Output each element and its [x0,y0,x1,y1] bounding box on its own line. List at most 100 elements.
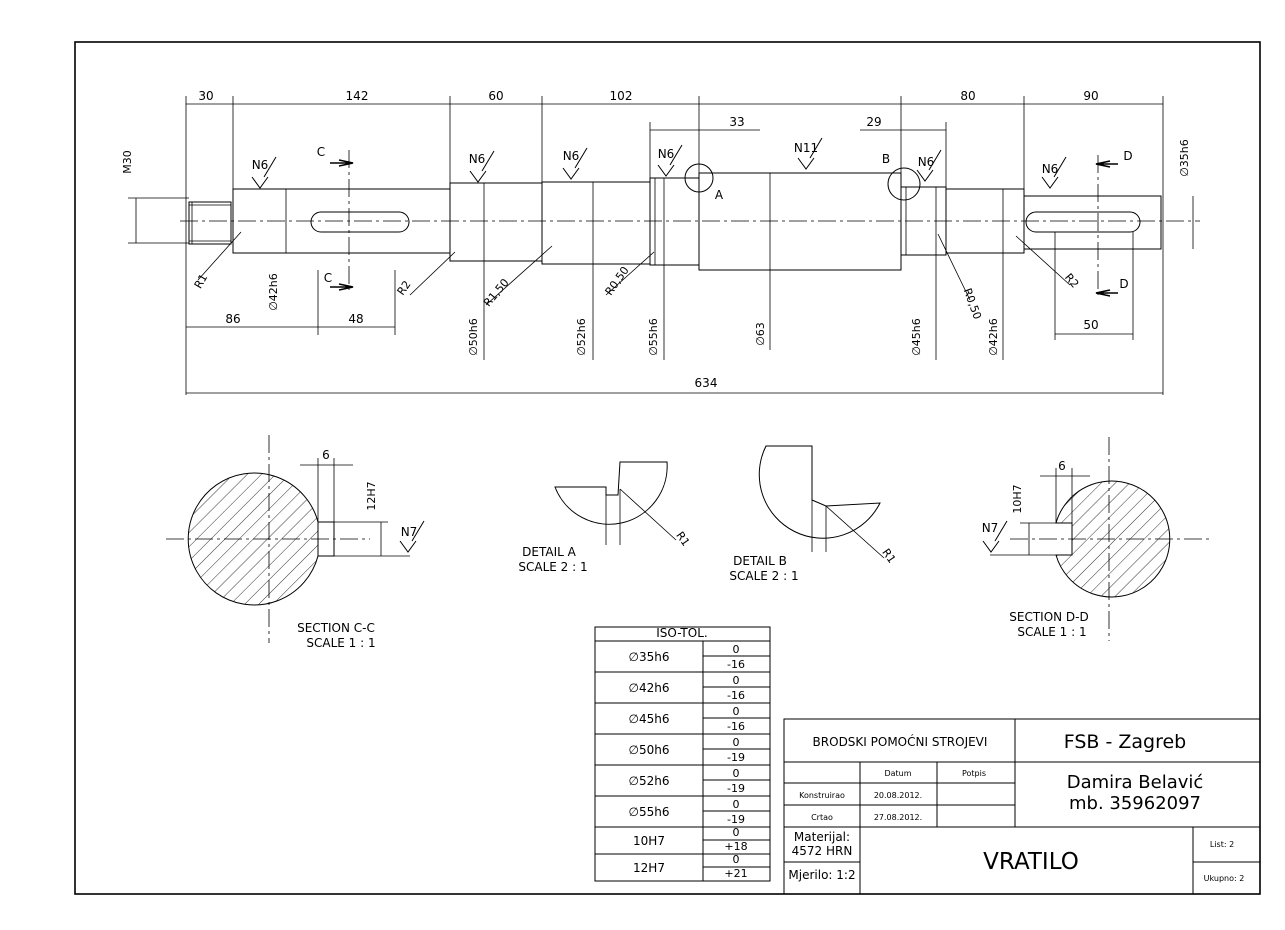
detail-a-contour [554,461,668,525]
dimension-d42h6-right: ∅42h6 [987,318,1000,356]
datum-label: Datum [884,769,911,778]
shaft-main-view [180,150,1200,297]
tolerance-row-fit: ∅55h6 [629,805,670,819]
section-d-d-scale: SCALE 1 : 1 [1017,625,1086,639]
konstruirao-label: Konstruirao [799,791,845,800]
surface-n6-4: N6 [658,147,675,161]
surface-n7-left: N7 [401,525,418,539]
surface-n7-right: N7 [982,521,999,535]
shaft-step-35 [1023,195,1162,250]
dimension-d35h6: ∅35h6 [1178,139,1191,177]
potpis-label: Potpis [962,769,986,778]
radius-r1-50: R1,50 [481,276,512,309]
shaft-step-52 [541,181,651,265]
title-block: BRODSKI POMOĆNI STROJEVI FSB - Zagreb Da… [783,718,1261,895]
tolerance-row-lower: -16 [727,720,745,733]
detail-a-view: R1 DETAIL A SCALE 2 : 1 [518,461,692,574]
dimension-d45h6: ∅45h6 [910,318,923,356]
tolerance-row-upper: 0 [733,643,740,656]
shaft-step-50 [449,182,543,262]
tolerance-row-upper: 0 [733,767,740,780]
dimension-10h7: 10H7 [1011,484,1024,513]
section-marker-d-bottom: D [1119,277,1128,291]
drawing-title: VRATILO [983,849,1079,875]
dimension-d50h6: ∅50h6 [467,318,480,356]
surface-n6-3: N6 [563,149,580,163]
tolerance-row-fit: ∅35h6 [629,650,670,664]
dimension-12h7: 12H7 [365,481,378,510]
tolerance-row-lower: -19 [727,782,745,795]
tolerance-row-lower: +18 [724,840,747,853]
dimension-6-left: 6 [322,448,330,462]
material-value: 4572 HRN [792,844,853,858]
tolerance-row-fit: ∅52h6 [629,774,670,788]
dimension-30: 30 [198,89,213,103]
tolerance-row-fit: ∅50h6 [629,743,670,757]
section-d-d-view: 6 10H7 N7 SECTION D-D SCALE 1 : 1 [982,437,1212,641]
dimension-d55h6: ∅55h6 [647,318,660,356]
tolerance-row-upper: 0 [733,674,740,687]
shaft-step-63 [698,172,902,271]
detail-a-title: DETAIL A [522,545,576,559]
detail-b-title: DETAIL B [733,554,787,568]
dimension-lines [128,96,1194,395]
detail-marker-a: A [715,188,724,202]
surface-finish-symbols [251,137,1067,189]
tolerance-table-header: ISO-TOL. [656,626,707,640]
tolerance-row-lower: -16 [727,658,745,671]
surface-n6-6: N6 [1042,162,1059,176]
surface-n6-5: N6 [918,155,935,169]
dimension-m30: M30 [121,150,134,174]
detail-marker-b: B [882,152,890,166]
dimension-29: 29 [866,115,881,129]
sheet-number: List: 2 [1210,840,1234,849]
dimension-d63: ∅63 [754,322,767,346]
section-d-d-title: SECTION D-D [1009,610,1089,624]
tolerance-row-fit: 10H7 [633,834,665,848]
section-c-c-scale: SCALE 1 : 1 [306,636,375,650]
dimension-d42h6-left: ∅42h6 [267,273,280,311]
section-marker-d-top: D [1123,149,1132,163]
konstruirao-date: 20.08.2012. [874,791,922,800]
radius-detail-b: R1 [879,546,898,565]
crtao-label: Crtao [811,813,833,822]
course-name: BRODSKI POMOĆNI STROJEVI [813,734,988,749]
sheet-total: Ukupno: 2 [1204,874,1245,883]
detail-b-marker [887,167,921,201]
drawing-frame [74,41,1261,895]
radius-r0-50-left: R0,50 [603,264,632,298]
tolerance-row-fit: ∅42h6 [629,681,670,695]
detail-b-scale: SCALE 2 : 1 [729,569,798,583]
section-arrow-c-top [330,159,354,167]
dimension-90: 90 [1083,89,1098,103]
tolerance-row-upper: 0 [733,826,740,839]
surface-n11: N11 [794,141,818,155]
dimension-102: 102 [610,89,633,103]
detail-a-scale: SCALE 2 : 1 [518,560,587,574]
tolerance-row-lower: -19 [727,813,745,826]
section-arrow-d-bottom [1095,289,1118,297]
section-arrow-c-bottom [330,283,354,291]
tolerance-row-lower: -16 [727,689,745,702]
tolerance-row-upper: 0 [733,736,740,749]
section-c-c-view: 6 12H7 N7 SECTION C-C SCALE 1 : 1 [166,435,425,650]
dimension-6-right: 6 [1058,459,1066,473]
surface-n6-1: N6 [252,158,269,172]
radius-r2-left: R2 [395,278,414,297]
dimension-634: 634 [695,376,718,390]
detail-b-contour [758,445,881,539]
crtao-date: 27.08.2012. [874,813,922,822]
main-view-labels: 30 142 60 102 33 29 80 90 86 48 50 634 M… [121,89,1191,390]
dimension-48: 48 [348,312,363,326]
dimension-d52h6: ∅52h6 [575,318,588,356]
shaft-step-55 [649,177,700,266]
tolerance-row-lower: -19 [727,751,745,764]
section-marker-c-bottom: C [324,271,332,285]
keyway-cc [310,211,410,233]
iso-tolerance-table: ISO-TOL. ∅35h6 0 -16 ∅42h6 0 -16 ∅45h6 0… [594,626,771,882]
keyway-dd [1025,211,1141,233]
surface-n6-2: N6 [469,152,486,166]
section-arrow-d-top [1095,160,1118,168]
tolerance-row-lower: +21 [724,867,747,880]
